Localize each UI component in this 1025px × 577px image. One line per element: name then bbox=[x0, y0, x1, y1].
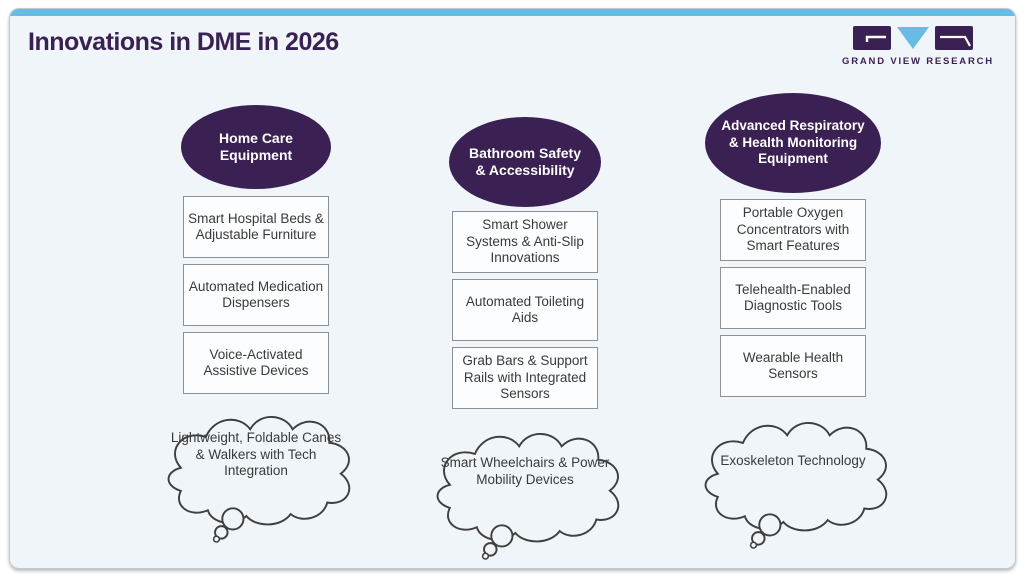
item-box: Automated Toileting Aids bbox=[452, 279, 598, 341]
item-label: Wearable Health Sensors bbox=[742, 349, 844, 381]
cloud-label: Lightweight, Foldable Canes & Walkers wi… bbox=[170, 429, 342, 479]
item-box: Grab Bars & Support Rails with Integrate… bbox=[452, 347, 598, 409]
item-label: Voice-Activated Assistive Devices bbox=[203, 346, 309, 378]
item-box: Smart Hospital Beds & Adjustable Furnitu… bbox=[183, 196, 329, 258]
cloud-label: Smart Wheelchairs & Power Mobility Devic… bbox=[440, 455, 610, 487]
category-oval-respiratory: Advanced Respiratory & Health Monitoring… bbox=[705, 93, 881, 193]
item-label: Automated Medication Dispensers bbox=[188, 278, 324, 310]
thought-cloud-icon bbox=[436, 433, 620, 560]
page-title: Innovations in DME in 2026 bbox=[28, 28, 339, 56]
gvr-logo: GRAND VIEW RESEARCH bbox=[842, 25, 994, 67]
top-accent-bar bbox=[10, 9, 1015, 16]
item-box: Wearable Health Sensors bbox=[720, 335, 866, 397]
thought-cloud-icon bbox=[704, 422, 888, 549]
thought-cloud-icon bbox=[167, 416, 351, 543]
column-bathroom-safety: Bathroom Safety & Accessibility Smart Sh… bbox=[405, 117, 645, 563]
item-label: Smart Hospital Beds & Adjustable Furnitu… bbox=[188, 210, 324, 242]
column-respiratory-monitoring: Advanced Respiratory & Health Monitoring… bbox=[673, 93, 913, 552]
item-box: Smart Shower Systems & Anti-Slip Innovat… bbox=[452, 211, 598, 273]
category-label: Bathroom Safety & Accessibility bbox=[468, 144, 582, 179]
category-oval-home-care: Home Care Equipment bbox=[181, 105, 331, 189]
infographic-card: Innovations in DME in 2026 GRAND VIEW RE… bbox=[9, 8, 1016, 569]
item-box: Automated Medication Dispensers bbox=[183, 264, 329, 326]
item-label: Automated Toileting Aids bbox=[465, 293, 585, 325]
category-label: Advanced Respiratory & Health Monitoring… bbox=[721, 117, 865, 167]
gvr-wordmark: GRAND VIEW RESEARCH bbox=[842, 56, 994, 67]
item-label: Grab Bars & Support Rails with Integrate… bbox=[462, 353, 588, 402]
thought-cloud: Smart Wheelchairs & Power Mobility Devic… bbox=[419, 423, 631, 563]
category-oval-bathroom-safety: Bathroom Safety & Accessibility bbox=[449, 117, 601, 207]
column-home-care-equipment: Home Care Equipment Smart Hospital Beds … bbox=[136, 105, 376, 546]
item-box: Portable Oxygen Concentrators with Smart… bbox=[720, 199, 866, 261]
item-label: Portable Oxygen Concentrators with Smart… bbox=[736, 205, 850, 254]
category-label: Home Care Equipment bbox=[219, 129, 293, 164]
thought-cloud: Exoskeleton Technology bbox=[687, 412, 899, 552]
cloud-label: Exoskeleton Technology bbox=[720, 452, 866, 468]
item-label: Telehealth-Enabled Diagnostic Tools bbox=[735, 281, 851, 313]
item-label: Smart Shower Systems & Anti-Slip Innovat… bbox=[466, 217, 584, 266]
item-box: Voice-Activated Assistive Devices bbox=[183, 332, 329, 394]
thought-cloud: Lightweight, Foldable Canes & Walkers wi… bbox=[150, 406, 362, 546]
diagram-columns: Home Care Equipment Smart Hospital Beds … bbox=[10, 9, 1015, 568]
item-box: Telehealth-Enabled Diagnostic Tools bbox=[720, 267, 866, 329]
gvr-logo-icon bbox=[853, 26, 973, 50]
